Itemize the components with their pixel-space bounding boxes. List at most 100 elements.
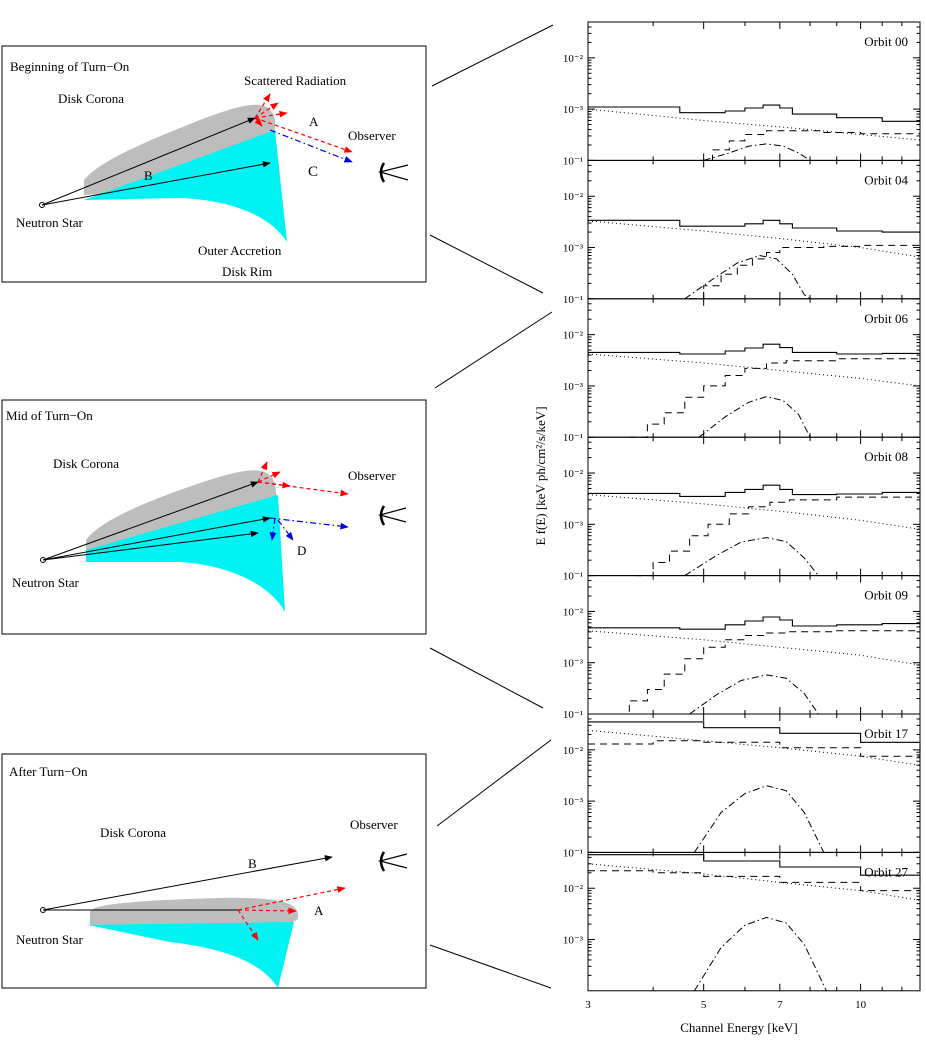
ray-to-rim <box>42 516 271 561</box>
panel-frame <box>587 851 921 992</box>
ray-d-label: D <box>297 543 306 558</box>
series-continuum <box>587 729 921 766</box>
series-absorbed <box>588 870 921 901</box>
x-tick-label: 7 <box>777 999 783 1011</box>
ray-b <box>42 855 333 911</box>
x-axis-title: Channel Energy [keV] <box>680 1020 797 1035</box>
series-iron-line <box>703 143 811 161</box>
eye-icon <box>377 851 408 872</box>
diagram-beginning-of-turn-on: Beginning of Turn−On Scattered Radiation… <box>1 45 427 283</box>
ray-c <box>269 129 353 163</box>
series-continuum <box>587 353 921 387</box>
neutron-star-label: Neutron Star <box>16 932 83 947</box>
diagram-title: Mid of Turn−On <box>6 408 93 423</box>
series-total <box>588 854 921 885</box>
series-iron-line <box>684 537 819 577</box>
scattered-arrows <box>254 93 353 153</box>
scattered-arrows <box>237 886 346 941</box>
series-total <box>588 484 921 497</box>
series-continuum <box>587 863 921 901</box>
orbit-label: Orbit 00 <box>864 34 908 49</box>
y-tick-label: 10⁻³ <box>563 658 584 670</box>
disk-rim-label: Disk Rim <box>222 264 272 279</box>
accretion-rim-shape <box>88 922 294 988</box>
spectrum-panel: 10⁻¹ 10⁻³ 10⁻² Orbit 17 <box>563 713 921 859</box>
accretion-rim-shape <box>84 130 287 242</box>
y-tick-label: 10⁻¹ <box>563 709 583 721</box>
disk-corona-shape <box>86 470 278 550</box>
diagram-after-turn-on: After Turn−On Observer Disk Corona B A N… <box>1 753 427 989</box>
ray-c-label: C <box>308 164 318 180</box>
ray-to-corona <box>41 117 256 206</box>
neutron-star-label: Neutron Star <box>16 215 83 230</box>
orbit-label: Orbit 17 <box>864 726 908 741</box>
series-total <box>588 343 921 355</box>
diagram-title: After Turn−On <box>9 764 88 779</box>
diagram-frame <box>1 399 427 635</box>
series-continuum <box>587 630 921 666</box>
connector-lines <box>429 24 554 989</box>
y-tick-label: 10⁻² <box>563 191 584 203</box>
ray-b-label: B <box>144 168 153 183</box>
disk-corona-shape <box>84 104 275 195</box>
y-tick-label: 10⁻³ <box>563 104 584 116</box>
series-continuum <box>587 494 921 530</box>
y-tick-label: 10⁻² <box>563 468 584 480</box>
disk-corona-label: Disk Corona <box>58 91 124 106</box>
neutron-star-label: Neutron Star <box>12 575 79 590</box>
spectra-panels: 10⁻¹ 10⁻³ 10⁻² Orbit 00 10⁻¹ 10⁻³ 10⁻² Orbit 04… <box>563 21 921 1011</box>
disk-corona-label: Disk Corona <box>100 825 166 840</box>
orbit-label: Orbit 09 <box>864 588 908 603</box>
series-iron-line <box>693 785 825 853</box>
orbit-label: Orbit 06 <box>864 311 908 326</box>
eye-icon <box>377 505 407 526</box>
series-iron-line <box>684 254 811 300</box>
y-tick-label: 10⁻² <box>563 745 584 757</box>
y-tick-label: 10⁻² <box>563 330 584 342</box>
ray-a-label: A <box>309 114 319 129</box>
y-tick-label: 10⁻² <box>563 883 584 895</box>
y-tick-label: 10⁻³ <box>563 243 584 255</box>
series-total <box>588 721 921 751</box>
diagram-frame <box>1 45 427 283</box>
ray-a <box>237 886 346 911</box>
y-tick-label: 10⁻¹ <box>563 432 583 444</box>
ray-b-label: B <box>248 856 257 871</box>
series-iron-line <box>693 916 827 992</box>
x-tick-label: 10 <box>855 999 867 1011</box>
series-total <box>588 616 921 630</box>
disk-corona-label: Disk Corona <box>53 456 119 471</box>
x-tick-label: 5 <box>701 999 707 1011</box>
series-absorbed <box>699 130 921 161</box>
orbit-label: Orbit 04 <box>864 172 908 187</box>
observer-label: Observer <box>350 817 398 832</box>
series-iron-line <box>689 674 819 715</box>
orbit-label: Orbit 08 <box>864 449 908 464</box>
series-absorbed <box>635 495 921 577</box>
ray-b <box>41 161 271 206</box>
series-total <box>588 219 921 234</box>
x-tick-label: 3 <box>585 999 591 1011</box>
series-absorbed <box>595 630 921 715</box>
series-absorbed <box>588 740 921 767</box>
y-tick-label: 10⁻¹ <box>563 294 583 306</box>
series-continuum <box>587 220 921 258</box>
observer-label: Observer <box>348 128 396 143</box>
y-tick-label: 10⁻² <box>563 53 584 65</box>
spectrum-panel: 10⁻¹ 10⁻³ 10⁻² Orbit 09 <box>563 575 921 721</box>
series-total <box>588 104 921 125</box>
diagram-title: Beginning of Turn−On <box>10 59 130 74</box>
y-axis-title: E f(E) [keV ph/cm²/s/keV] <box>533 406 548 545</box>
scattered-arrows <box>257 461 349 497</box>
spectrum-panel: 10⁻¹ 10⁻³ 10⁻² Orbit 04 <box>563 159 921 306</box>
outer-accretion-label: Outer Accretion <box>198 243 282 258</box>
y-tick-label: 10⁻¹ <box>563 847 583 859</box>
y-tick-label: 10⁻³ <box>563 796 584 808</box>
y-tick-label: 10⁻² <box>563 606 584 618</box>
ray-to-disk <box>42 530 259 561</box>
